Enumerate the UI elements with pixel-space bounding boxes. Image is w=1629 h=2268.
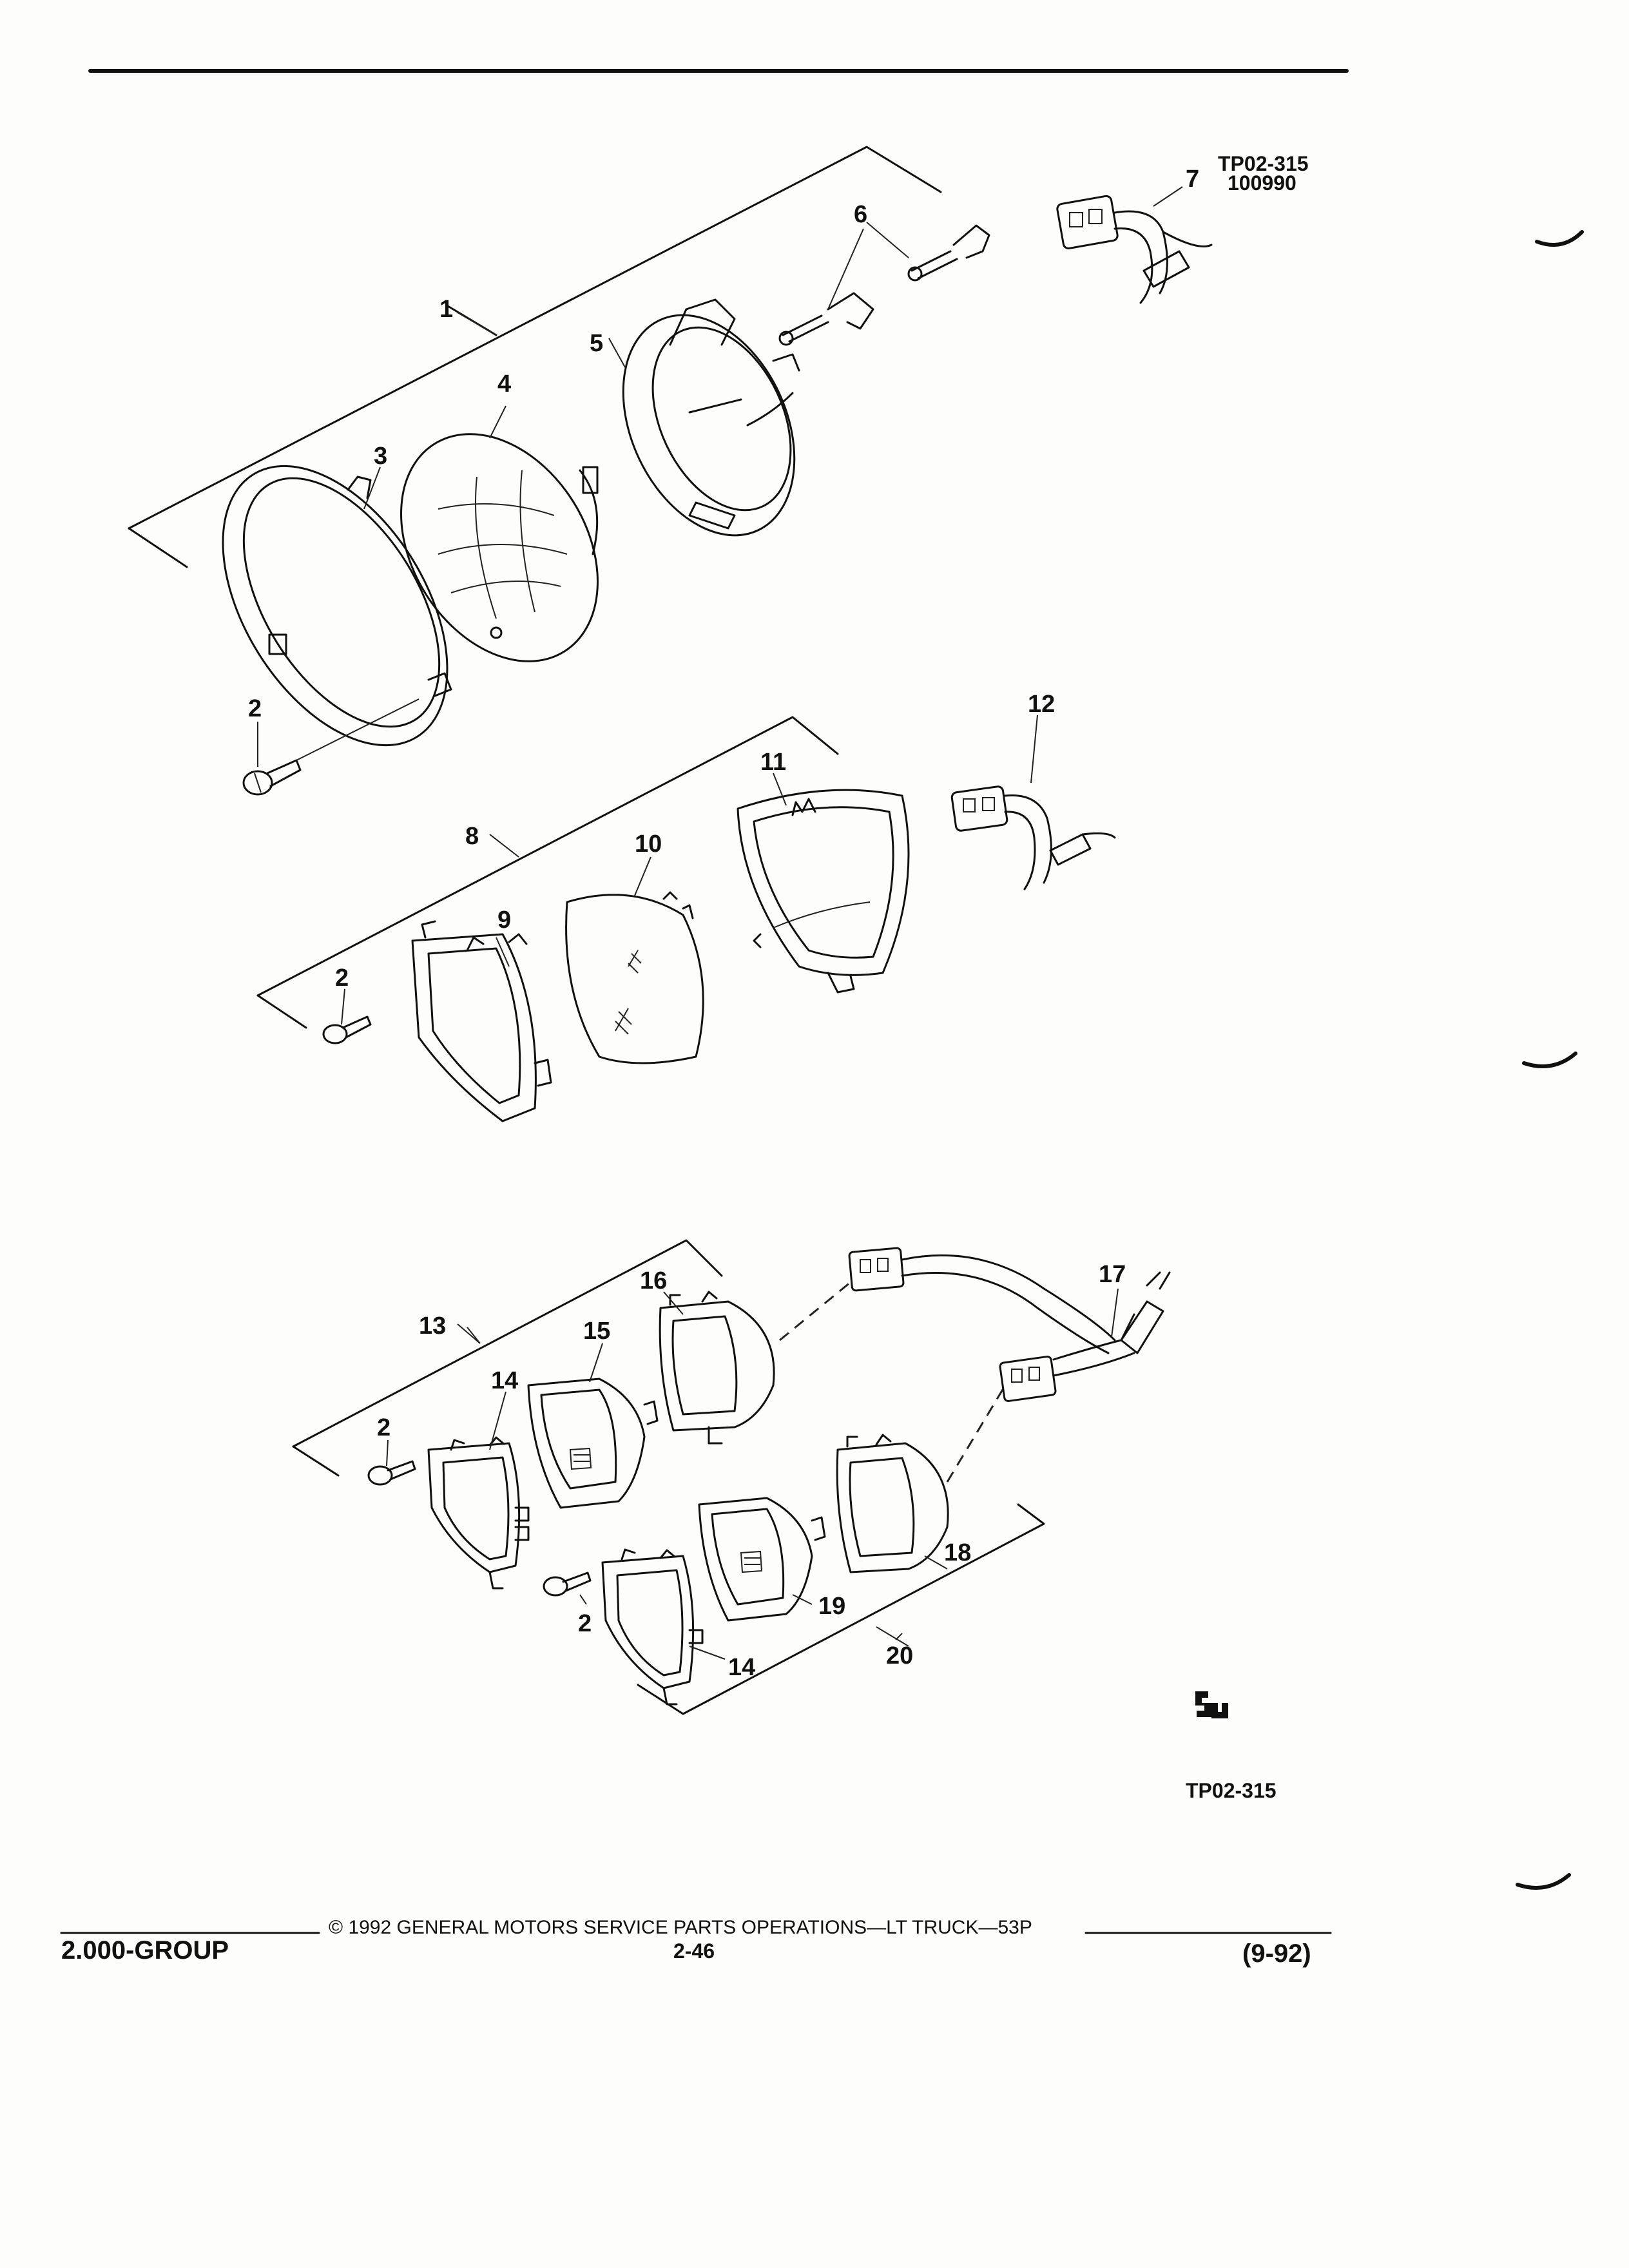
footer-copyright: © 1992 GENERAL MOTORS SERVICE PARTS OPER… (329, 1917, 1032, 1938)
callout-18: 18 (944, 1539, 971, 1566)
callout-19: 19 (818, 1593, 845, 1620)
part-18-mount-b (836, 1434, 949, 1573)
part-19-lamp-b (698, 1497, 826, 1622)
part-2-screw-c (367, 1460, 416, 1486)
callout-6: 6 (854, 201, 867, 228)
callout-4: 4 (497, 370, 511, 398)
part-12-connector-harness (950, 785, 1116, 890)
part-9-bezel-rect (411, 920, 552, 1122)
group-8-rectangular-headlamp (256, 715, 1116, 1122)
footer-group-label: 2.000-GROUP (61, 1936, 229, 1965)
bracket-1 (128, 146, 942, 530)
part-2-screw-b (322, 1015, 372, 1044)
callout-3: 3 (374, 443, 387, 470)
part-17-dual-connector-harness (848, 1247, 1171, 1402)
callout-9: 9 (497, 907, 511, 934)
callout-7: 7 (1186, 166, 1199, 193)
group-1-round-headlamp (128, 146, 1213, 796)
part-10-sealed-beam-rect (565, 891, 704, 1064)
part-5-mounting-ring (622, 298, 800, 537)
part-7-connector-harness (1056, 186, 1213, 304)
part-16-mount-a (659, 1291, 775, 1445)
callout-11: 11 (760, 749, 786, 776)
footer-date: (9-92) (1242, 1939, 1311, 1968)
callout-2: 2 (377, 1414, 390, 1441)
callout-14: 14 (728, 1654, 755, 1681)
callout-16: 16 (640, 1267, 667, 1294)
part-15-lamp-a (527, 1378, 659, 1509)
bracket-13 (292, 1239, 723, 1448)
part-14-bezel-b (601, 1548, 704, 1706)
callout-14: 14 (491, 1367, 518, 1394)
figure-ref-code-bottom: TP02-315 (1186, 1779, 1277, 1802)
part-6-adjuster-screws (778, 224, 990, 346)
group-13-quad-headlamps (292, 1239, 1171, 1715)
callout-17: 17 (1099, 1261, 1126, 1288)
callout-1: 1 (439, 296, 453, 323)
figure-ref-number-top: 100990 (1228, 171, 1296, 195)
binding-mark (1516, 1873, 1571, 1890)
callout-12: 12 (1028, 691, 1055, 718)
callout-13: 13 (419, 1312, 446, 1340)
part-14-bezel-a (427, 1436, 530, 1590)
part-4-sealed-beam-lamp (400, 433, 599, 662)
callout-20: 20 (886, 1642, 913, 1669)
callout-8: 8 (465, 823, 479, 850)
callout-2: 2 (335, 965, 349, 992)
bracket-8 (256, 716, 839, 997)
binding-mark (1522, 1052, 1577, 1068)
callout-5: 5 (590, 330, 603, 357)
part-3-bezel-ring (222, 465, 452, 747)
part-2-screw-a (242, 759, 302, 796)
footer-page-number: 2-46 (673, 1939, 715, 1963)
callout-15: 15 (583, 1318, 610, 1345)
part-11-mounting-bracket-rect (737, 789, 910, 994)
figure-ref-code-top: TP02-315 (1218, 152, 1309, 175)
part-2-screw-d (543, 1571, 592, 1597)
callout-10: 10 (635, 831, 662, 858)
gm-spo-logo-icon (1195, 1691, 1228, 1718)
callout-2: 2 (248, 695, 262, 722)
binding-mark (1535, 230, 1584, 247)
bracket-20 (682, 1503, 1045, 1715)
callout-2: 2 (578, 1610, 592, 1637)
